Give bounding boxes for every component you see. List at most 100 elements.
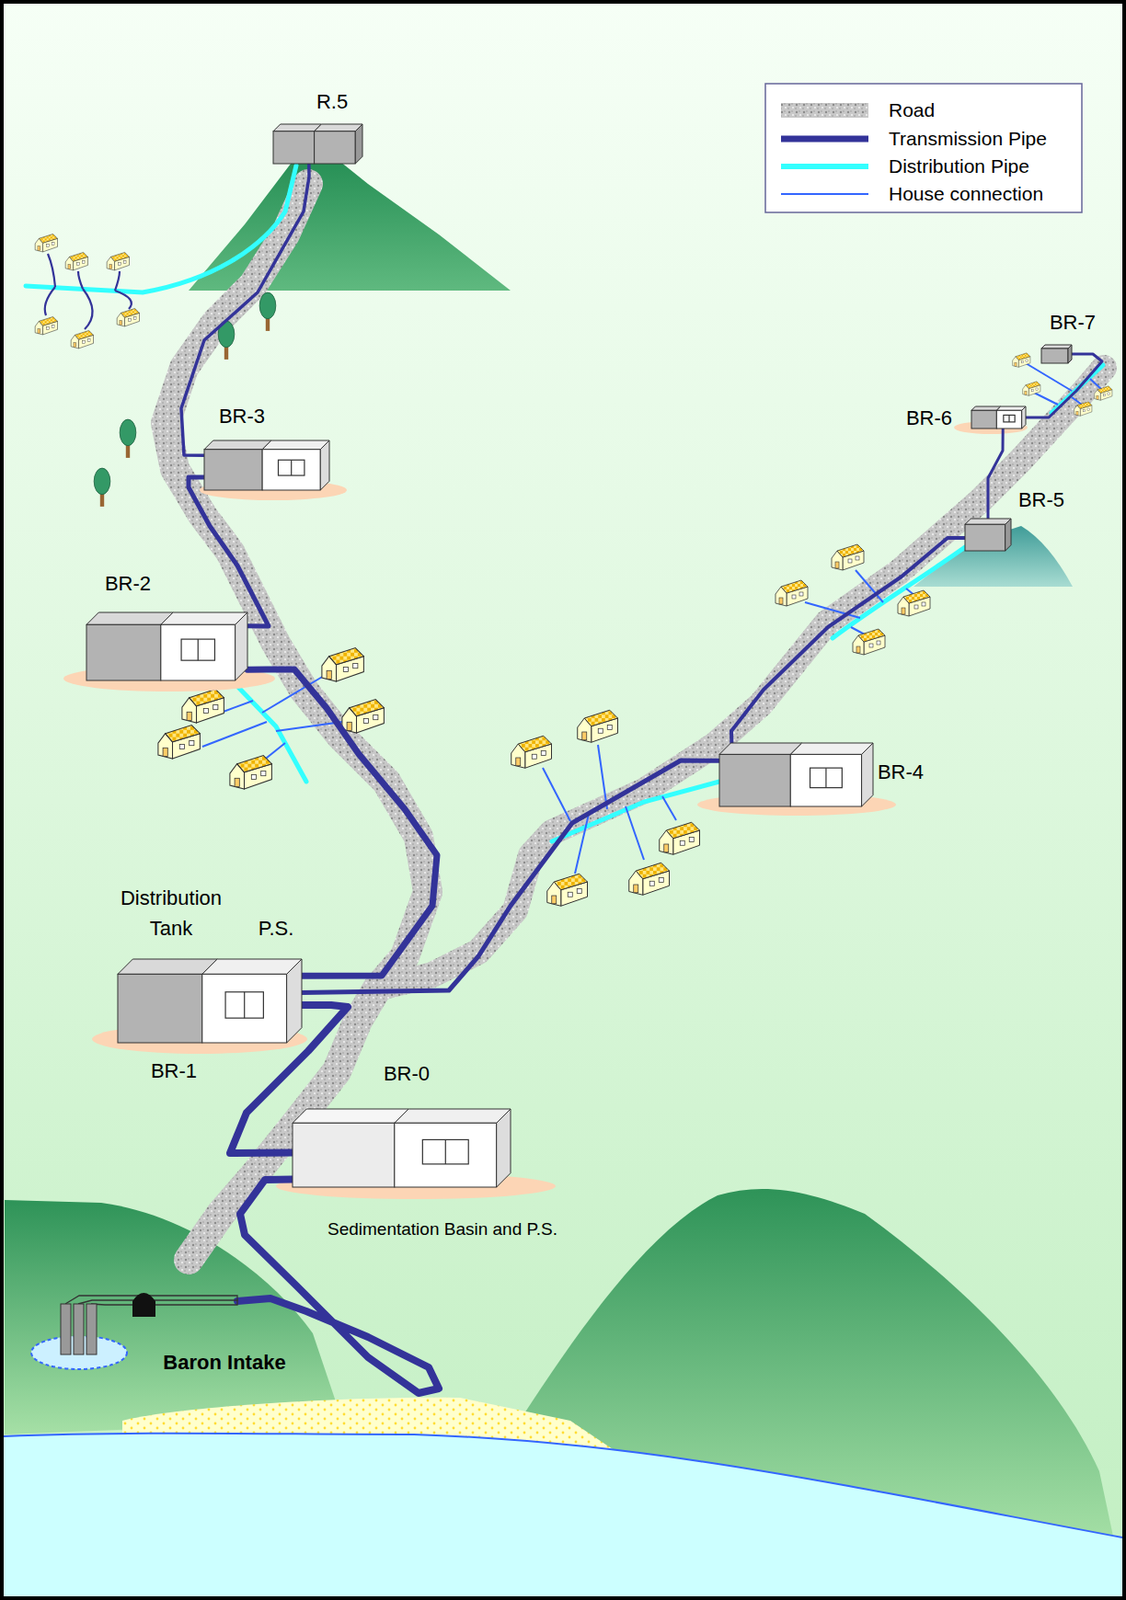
legend-entry: Transmission Pipe xyxy=(888,126,1047,150)
front-face xyxy=(790,754,862,807)
side-face xyxy=(287,959,302,1044)
house-icon xyxy=(659,822,701,855)
facility-label: Baron Intake xyxy=(162,1351,286,1376)
house-connection xyxy=(82,288,93,330)
house-icon xyxy=(629,862,670,896)
legend-road-sample xyxy=(781,103,869,118)
front-face xyxy=(86,624,161,681)
roof-face xyxy=(719,743,803,755)
house-connection xyxy=(850,627,865,635)
roof-face xyxy=(117,959,218,975)
distribution-station: Distribution TankP.S.BR-1 xyxy=(117,959,302,1044)
legend-entry: Road xyxy=(888,98,935,122)
house-connection xyxy=(542,768,571,822)
house-icon xyxy=(511,735,552,769)
reservoir: BR-7 xyxy=(1041,344,1072,364)
house-icon xyxy=(70,330,93,348)
roof-face xyxy=(314,124,363,132)
house-icon xyxy=(65,252,88,270)
distribution-pipes xyxy=(25,165,1104,842)
house-icon xyxy=(342,700,385,734)
roof-face xyxy=(160,612,248,625)
legend-text: House connection xyxy=(888,183,1044,205)
facility-label: BR-6 xyxy=(906,406,953,431)
front-face xyxy=(204,449,263,491)
facility-label: P.S. xyxy=(258,917,295,942)
facility-label: BR-7 xyxy=(1049,310,1096,335)
legend-distribution-sample xyxy=(781,163,869,170)
transmission-pipe xyxy=(988,428,1003,519)
legend-box xyxy=(765,83,1082,213)
transmission-pipe xyxy=(181,163,310,456)
front-face xyxy=(719,754,791,807)
house-icon xyxy=(1012,353,1031,368)
window xyxy=(225,992,264,1019)
roof-face xyxy=(394,1109,511,1124)
front-face xyxy=(394,1123,497,1188)
intake: Baron Intake xyxy=(27,1283,238,1380)
house-connection xyxy=(78,271,83,289)
intake-post xyxy=(60,1304,71,1356)
house-connection xyxy=(45,287,56,316)
facility-label: BR-3 xyxy=(218,404,265,429)
building-drawing xyxy=(292,1109,511,1188)
building-drawing xyxy=(971,406,1026,429)
house-connection xyxy=(597,745,608,810)
house-connection xyxy=(47,253,56,288)
legend-text: Transmission Pipe xyxy=(888,127,1047,150)
front-face xyxy=(160,624,236,681)
intake-line xyxy=(78,1300,238,1305)
side-face xyxy=(235,612,248,681)
intake-post xyxy=(73,1304,84,1356)
window xyxy=(278,459,305,476)
house-icon xyxy=(547,873,588,907)
facility-label: BR-0 xyxy=(383,1062,430,1087)
legend-text: Road xyxy=(888,99,935,121)
booster-station: BR-2 xyxy=(86,612,248,681)
house-icon xyxy=(158,725,201,759)
side-face xyxy=(1022,406,1026,429)
house-icon xyxy=(34,316,58,334)
side-face xyxy=(320,440,330,491)
sedimentation-station: BR-0Sedimentation Basin and P.S. xyxy=(292,1109,511,1188)
house-icon xyxy=(106,252,129,270)
booster-station: BR-3 xyxy=(204,440,330,491)
house-icon xyxy=(321,648,365,682)
window xyxy=(1003,414,1015,422)
reservoir: R.5 xyxy=(273,124,363,164)
building-drawing xyxy=(1041,344,1072,364)
side-face xyxy=(496,1109,511,1188)
facility-label: R.5 xyxy=(316,90,348,115)
house-icon xyxy=(1022,381,1041,396)
facility-label: Distribution Tank xyxy=(102,883,241,944)
tree-icon xyxy=(93,468,111,507)
house-connection xyxy=(220,700,253,713)
window-bar xyxy=(243,992,245,1019)
window xyxy=(810,768,843,789)
building-drawing xyxy=(719,743,874,807)
roof-face xyxy=(262,440,330,450)
house-connection xyxy=(114,290,132,310)
house-icon xyxy=(116,308,139,326)
legend-entry: House connection xyxy=(888,182,1044,206)
legend-transmission-sample xyxy=(781,136,869,143)
booster-station: BR-4 xyxy=(719,743,874,807)
intake-line xyxy=(91,1301,238,1306)
house-icon xyxy=(852,629,885,655)
facility-label: BR-5 xyxy=(1018,488,1065,513)
front-face xyxy=(965,524,1006,552)
roof-face xyxy=(204,440,272,450)
house-icon xyxy=(775,580,808,607)
booster-station: BR-6 xyxy=(971,406,1026,429)
window-bar xyxy=(197,639,199,661)
house-icon xyxy=(1094,386,1113,401)
roof-face xyxy=(86,612,173,625)
window-bar xyxy=(290,459,292,476)
side-face xyxy=(1005,518,1012,552)
roof-face xyxy=(971,406,1001,411)
roof-face xyxy=(965,518,1012,525)
house-icon xyxy=(577,710,619,743)
